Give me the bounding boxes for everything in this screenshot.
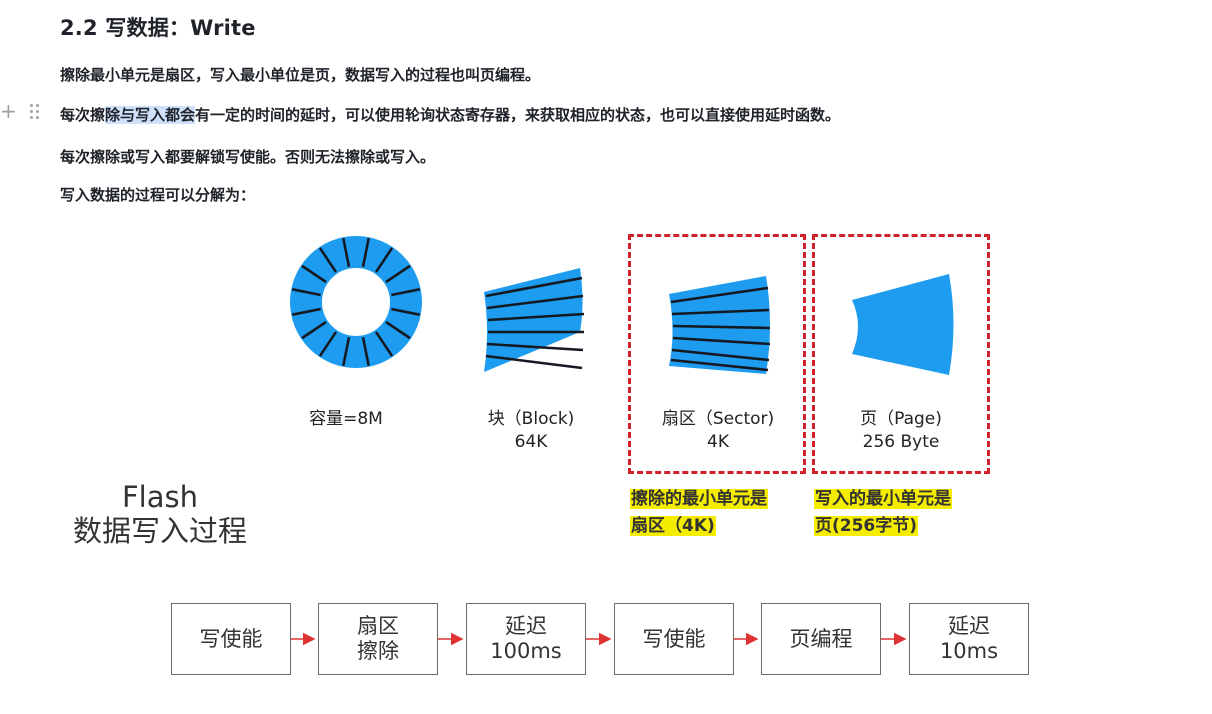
ring-divider [291,288,321,297]
sector-stripe [672,336,771,346]
block-stripe [485,354,583,370]
ring-divider [291,307,321,316]
paragraph-delay-text-before: 每次擦 [60,106,106,124]
step-label: 延迟 [948,614,990,638]
sector-shape-icon [669,276,770,374]
paragraph-delay-text-after: 有一定的时间的延时，可以使用轮询状态寄存器，来获取相应的状态，也可以直接使用延时… [195,106,841,124]
paragraph-delay[interactable]: 每次擦除与写入都会有一定的时间的延时，可以使用轮询状态寄存器，来获取相应的状态，… [60,104,840,125]
ring-divider [301,320,327,340]
ring-divider [361,337,370,367]
paragraph-erase-unit: 擦除最小单元是扇区，写入最小单位是页，数据写入的过程也叫页编程。 [60,66,541,84]
selected-text: 除与写入都会 [105,106,196,124]
erase-note-line2: 扇区（4K) [630,516,716,536]
step-label-line2: 10ms [939,639,999,663]
ring-divider [374,331,394,357]
step-page-program: 页编程 [761,603,881,675]
capacity-caption: 容量=8M [309,409,383,429]
step-label-line2: 100ms [490,639,562,663]
paragraph-write-enable: 每次擦除或写入都要解锁写使能。否则无法擦除或写入。 [60,148,436,166]
step-label: 写使能 [642,626,706,651]
sector-caption-line1: 扇区（Sector) [661,409,775,429]
ring-divider [301,264,327,284]
sector-caption-line2: 4K [707,432,729,452]
step-write-enable-1: 写使能 [171,603,291,675]
ring-divider [342,337,351,367]
page-caption-line1: 页（Page) [860,409,942,429]
figure-graphics [290,236,954,646]
flash-write-figure: 容量=8M 块（Block) 64K 扇区（Sector) 4K 页（Page)… [56,228,1046,686]
section-heading: 2.2 写数据：Write [60,16,256,40]
ring-divider [391,288,421,297]
step-label: 延迟 [505,614,547,638]
paragraph-steps-intro: 写入数据的过程可以分解为： [60,186,256,204]
write-note-line1: 写入的最小单元是 [814,489,952,509]
flash-title-line1: Flash [122,480,198,514]
ring-divider [361,237,370,267]
page-caption-line2: 256 Byte [862,432,940,452]
flash-title-line2: 数据写入过程 [72,514,247,548]
ring-divider [374,247,394,273]
ring-divider [342,237,351,267]
sector-dashed-frame [628,234,806,474]
flash-title: Flash 数据写入过程 [60,480,260,548]
block-stripe [486,294,584,310]
step-delay-10ms: 延迟 10ms [909,603,1029,675]
ring-divider [318,247,338,273]
sector-stripe [671,308,770,316]
block-caption-line1: 块（Block) [487,409,575,429]
write-note-line2: 页(256字节) [814,516,919,536]
block-stripe [487,312,585,322]
step-label: 扇区 [357,614,399,638]
block-stripe [486,342,584,352]
sector-stripe [670,358,769,372]
drag-handle-icon[interactable] [30,104,40,120]
block-caption-line2: 64K [514,432,548,452]
ring-divider [318,331,338,357]
ring-divider [391,307,421,316]
sector-stripe [670,286,769,304]
block-lines [485,276,585,370]
ring-body [290,236,422,368]
erase-note-line1: 擦除的最小单元是 [630,489,768,509]
step-delay-100ms: 延迟 100ms [466,603,586,675]
page-shape-icon [852,274,954,375]
ring-divider [385,320,411,340]
add-block-icon[interactable]: + [0,99,17,123]
step-label-line2: 擦除 [357,639,399,663]
step-label: 写使能 [199,626,263,651]
erase-unit-note: 擦除的最小单元是 扇区（4K) [630,486,768,540]
sector-stripe [672,324,771,330]
block-stripe [485,276,583,298]
step-label: 页编程 [789,626,853,651]
sector-stripe [671,348,770,362]
step-sector-erase: 扇区 擦除 [318,603,438,675]
write-unit-note: 写入的最小单元是 页(256字节) [814,486,952,540]
sector-lines [670,286,771,372]
page-dashed-frame [812,234,990,474]
ring-divider [385,264,411,284]
flash-chip-ring-icon [290,236,422,368]
step-write-enable-2: 写使能 [614,603,734,675]
